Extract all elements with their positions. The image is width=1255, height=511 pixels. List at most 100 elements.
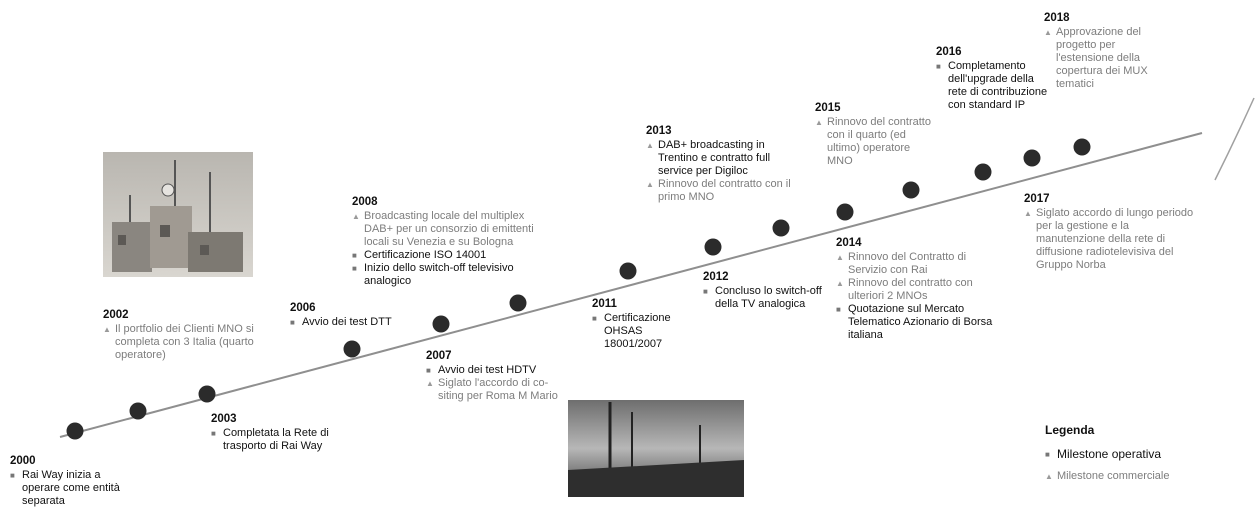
milestone-2013: 2013 ▲DAB+ broadcasting in Trentino e co… (646, 125, 806, 204)
legend-item-operativa: ■Milestone operativa (1045, 448, 1250, 461)
milestone-text: Completamento dell'upgrade della rete di… (948, 60, 1048, 111)
milestone-text: Concluso lo switch-off della TV analogic… (715, 285, 822, 310)
milestone-item: ▲ Rinnovo del contratto con il primo MNO (646, 178, 806, 204)
milestone-year: 2012 (703, 271, 729, 283)
milestone-year: 2007 (426, 350, 452, 362)
milestone-text: Certificazione OHSAS 18001/2007 (604, 312, 671, 350)
square-icon: ■ (426, 366, 431, 375)
milestone-2014: 2014 ▲ Rinnovo del Contratto di Servizio … (836, 237, 1006, 342)
square-icon: ■ (592, 314, 597, 323)
milestone-text: Completata la Rete di trasporto di Rai W… (223, 427, 329, 452)
timeline-dot (66, 422, 84, 440)
milestone-year: 2016 (936, 46, 962, 58)
milestone-year: 2000 (10, 455, 36, 467)
milestone-item: ▲Broadcasting locale del multiplex DAB+ … (352, 210, 537, 249)
milestone-text: Siglato l'accordo di co-siting per Roma … (438, 377, 558, 402)
square-icon: ■ (10, 471, 15, 480)
milestone-item: ▲ Siglato l'accordo di co-siting per Roma… (426, 377, 566, 403)
legend-label: Milestone operativa (1057, 447, 1162, 461)
milestone-year: 2017 (1024, 193, 1050, 205)
milestone-year: 2008 (352, 196, 378, 208)
legend-title: Legenda (1045, 423, 1095, 437)
milestone-2012: 2012 ■ Concluso lo switch-off della TV an… (703, 271, 823, 311)
milestone-text: Certificazione ISO 14001 (364, 249, 487, 261)
triangle-icon: ▲ (103, 325, 111, 334)
milestone-2003: 2003 ■ Completata la Rete di trasporto di… (211, 413, 341, 453)
milestone-2011: 2011 ■ Certificazione OHSAS 18001/2007 (592, 298, 692, 351)
triangle-icon: ▲ (426, 379, 434, 388)
milestone-2017: 2017 ▲Siglato accordo di lungo periodo p… (1024, 193, 1194, 272)
milestone-2000: 2000 ■Rai Way inizia a operare come enti… (10, 455, 135, 508)
timeline-dot (1073, 138, 1091, 156)
station-photo (103, 152, 253, 277)
milestone-2002: 2002 ▲ Il portfolio dei Clienti MNO si co… (103, 309, 263, 362)
milestone-text: Broadcasting locale del multiplex DAB+ p… (364, 210, 534, 248)
milestone-text: Rinnovo del contratto con ulteriori 2 MN… (848, 277, 973, 302)
milestone-year: 2018 (1044, 12, 1070, 24)
milestone-text: Rinnovo del contratto con il primo MNO (658, 178, 791, 203)
triangle-icon: ▲ (836, 279, 844, 288)
timeline-dot (704, 238, 722, 256)
milestone-text: Avvio dei test HDTV (438, 364, 537, 376)
timeline-dot (509, 294, 527, 312)
milestone-2006: 2006 ■Avvio dei test DTT (290, 302, 400, 329)
milestone-item: ▲DAB+ broadcasting in Trentino e contrat… (646, 139, 806, 178)
milestone-text: Quotazione sul Mercato Telematico Aziona… (848, 303, 993, 341)
triangle-icon: ▲ (1024, 209, 1032, 218)
timeline-dot (343, 340, 361, 358)
square-icon: ■ (352, 251, 357, 260)
milestone-2015: 2015 ▲Rinnovo del contratto con il quart… (815, 102, 933, 168)
milestone-text: Rinnovo del contratto con il quarto (ed … (827, 116, 931, 167)
milestone-item: ▲ Rinnovo del Contratto di Servizio con R… (836, 251, 1006, 277)
milestone-item: ■ Concluso lo switch-off della TV analogi… (703, 285, 823, 311)
milestone-item: ▲Approvazione del progetto per l'estensi… (1044, 26, 1174, 91)
legend-label: Milestone commerciale (1057, 470, 1170, 482)
square-icon: ■ (290, 318, 295, 327)
timeline-dot (836, 203, 854, 221)
milestone-year: 2011 (592, 298, 617, 310)
timeline-dot (432, 315, 450, 333)
timeline-arrow-tail (1214, 97, 1255, 181)
timeline-dot (1023, 149, 1041, 167)
square-icon: ■ (211, 429, 216, 438)
triangle-icon: ▲ (646, 180, 654, 189)
milestone-2008: 2008 ▲Broadcasting locale del multiplex … (352, 196, 537, 288)
milestone-text: DAB+ broadcasting in Trentino e contratt… (658, 139, 771, 177)
milestone-text: Rinnovo del Contratto di Servizio con Ra… (848, 251, 967, 276)
milestone-item: ▲Siglato accordo di lungo periodo per la… (1024, 207, 1194, 272)
square-icon: ■ (352, 264, 357, 273)
milestone-year: 2015 (815, 102, 841, 114)
milestone-item: ■ Inizio dello switch-off televisivo anal… (352, 262, 537, 288)
triangle-icon: ▲ (1045, 472, 1053, 481)
milestone-item: ■ Avvio dei test HDTV (426, 364, 566, 377)
timeline-dot (619, 262, 637, 280)
legend-item-commerciale: ▲ Milestone commerciale (1045, 470, 1250, 483)
square-icon: ■ (836, 305, 841, 314)
timeline-dot (772, 219, 790, 237)
milestone-year: 2013 (646, 125, 672, 137)
timeline-axis (59, 132, 1203, 438)
milestone-year: 2014 (836, 237, 862, 249)
triangle-icon: ▲ (836, 253, 844, 262)
square-icon: ■ (936, 62, 941, 71)
milestone-text: Inizio dello switch-off televisivo analo… (364, 262, 514, 287)
square-icon: ■ (703, 287, 708, 296)
milestone-text: Il portfolio dei Clienti MNO si completa… (115, 323, 254, 361)
timeline-dot (974, 163, 992, 181)
legend: Legenda ■Milestone operativa ▲ Milestone … (1045, 424, 1250, 483)
timeline-dot (129, 402, 147, 420)
milestone-2018: 2018 ▲Approvazione del progetto per l'es… (1044, 12, 1174, 91)
timeline-dot (902, 181, 920, 199)
milestone-item: ▲Rinnovo del contratto con il quarto (ed… (815, 116, 933, 168)
milestone-item: ▲ Il portfolio dei Clienti MNO si complet… (103, 323, 263, 362)
milestone-text: Avvio dei test DTT (302, 316, 392, 328)
triangle-icon: ▲ (1044, 28, 1052, 37)
milestone-2007: 2007 ■ Avvio dei test HDTV ▲ Siglato l'acc… (426, 350, 566, 403)
milestone-item: ▲ Rinnovo del contratto con ulteriori 2 M… (836, 277, 1006, 303)
milestone-year: 2002 (103, 309, 129, 321)
milestone-2016: 2016 ■ Completamento dell'upgrade della r… (936, 46, 1051, 112)
milestone-year: 2003 (211, 413, 237, 425)
timeline-dots (66, 138, 1091, 440)
